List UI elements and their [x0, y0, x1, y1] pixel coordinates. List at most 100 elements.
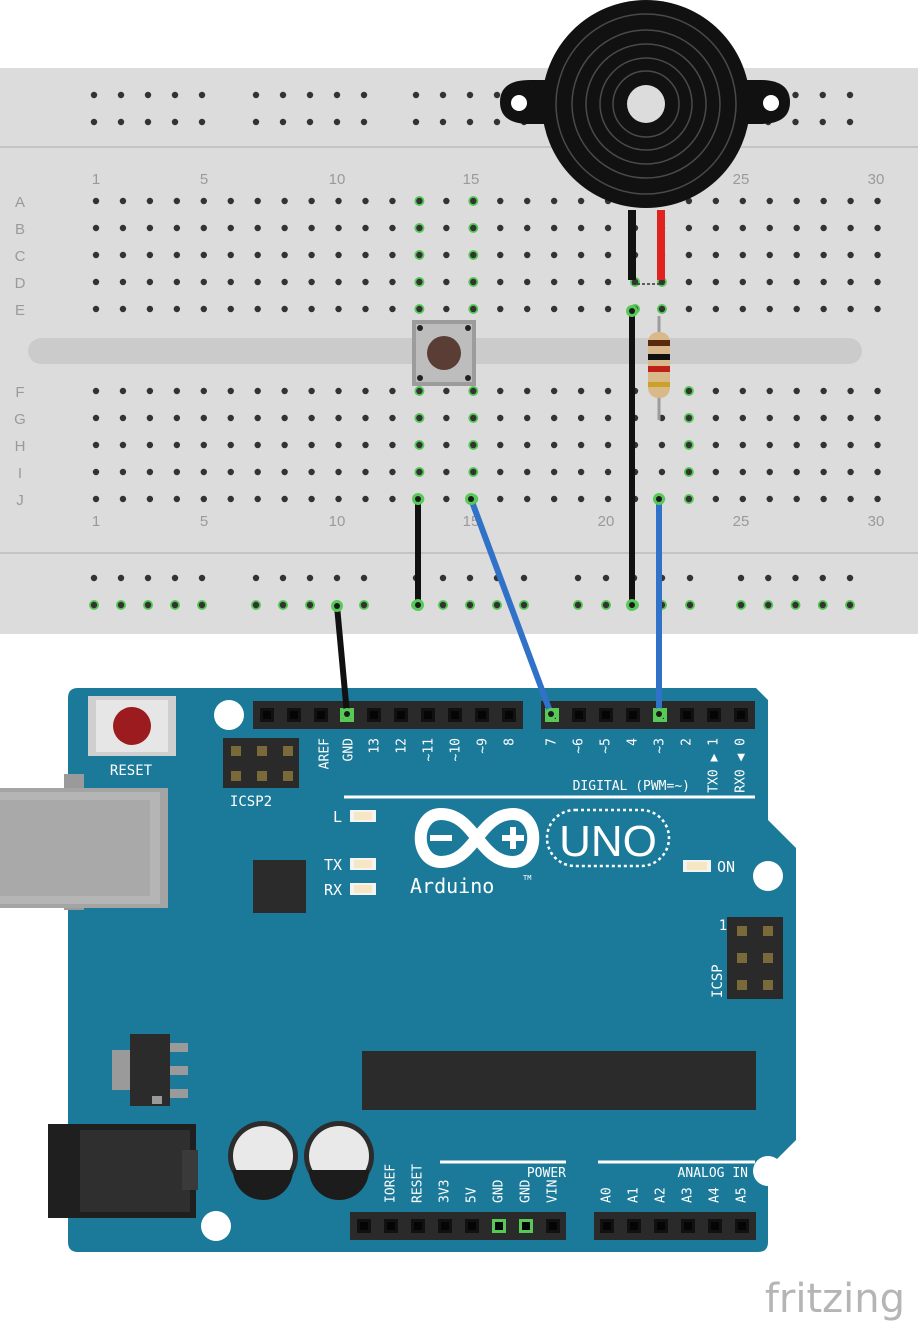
- breadboard-hole: [604, 495, 612, 503]
- pin-label-12: 12: [395, 738, 410, 754]
- wire-endpoint: [626, 305, 638, 317]
- breadboard-hole: [739, 251, 746, 259]
- pin-label-4: 4: [626, 738, 641, 746]
- breadboard-hole: [389, 251, 396, 259]
- breadboard-hole: [519, 600, 529, 610]
- breadboard-hole: [200, 495, 207, 503]
- arduino-uno-board: RESET ICSP2: [0, 688, 796, 1252]
- breadboard-hole: [468, 250, 479, 260]
- pin-label-rx: RX0 ◀ 0: [734, 738, 749, 793]
- pin-label-6: ~6: [572, 738, 587, 754]
- breadboard-hole: [439, 91, 447, 99]
- breadboard-hole: [792, 91, 799, 99]
- breadboard-hole: [524, 441, 531, 449]
- column-label-25-bottom: 25: [733, 513, 750, 530]
- breadboard-hole: [359, 600, 369, 610]
- column-label-1-bottom: 1: [92, 513, 100, 530]
- breadboard-hole: [847, 197, 854, 205]
- breadboard-hole: [254, 387, 261, 395]
- breadboard-hole: [550, 414, 558, 422]
- header-pin: [519, 1219, 533, 1233]
- breadboard-hole: [173, 414, 181, 422]
- breadboard-hole: [389, 387, 396, 395]
- icsp-pin: [763, 926, 773, 936]
- row-label-h: H: [15, 438, 26, 455]
- row-label-d: D: [15, 275, 26, 292]
- breadboard-hole: [92, 251, 100, 259]
- icsp2-label: ICSP2: [230, 794, 272, 810]
- header-pin: [367, 708, 381, 722]
- breadboard-hole: [281, 468, 288, 476]
- breadboard-hole: [389, 197, 396, 205]
- breadboard-hole: [333, 574, 341, 582]
- pin-label-8: 8: [503, 738, 518, 746]
- breadboard-hole: [173, 251, 181, 259]
- row-label-i: I: [18, 465, 22, 482]
- breadboard-hole: [200, 414, 207, 422]
- breadboard-hole: [874, 305, 881, 313]
- header-pin: [438, 1219, 452, 1233]
- breadboard-hole: [466, 118, 474, 126]
- breadboard-hole: [847, 251, 854, 259]
- breadboard-hole: [146, 441, 154, 449]
- column-label-1-top: 1: [92, 171, 100, 188]
- breadboard-hole: [198, 574, 206, 582]
- breadboard-hole: [254, 251, 261, 259]
- breadboard-hole: [820, 224, 827, 232]
- breadboard-hole: [712, 278, 720, 286]
- breadboard-hole: [173, 278, 181, 286]
- header-pin: [600, 1219, 614, 1233]
- pin-label-5: ~5: [599, 738, 614, 754]
- breadboard-hole: [443, 224, 450, 232]
- header-pin: [680, 708, 694, 722]
- breadboard-hole: [683, 467, 694, 477]
- reset-label: RESET: [110, 763, 153, 779]
- wire-button-pin7: [468, 496, 554, 717]
- breadboard-hole: [493, 91, 501, 99]
- breadboard-hole: [793, 441, 800, 449]
- analog-pin-labels: A0 A1 A2 A3 A4 A5: [600, 1187, 750, 1203]
- breadboard-hole: [335, 414, 342, 422]
- breadboard-hole: [227, 224, 234, 232]
- header-pin: [626, 708, 640, 722]
- pin-label-a1: A1: [627, 1187, 642, 1203]
- pin-label-gnd-1: GND: [492, 1179, 507, 1203]
- breadboard-hole: [766, 251, 773, 259]
- breadboard-hole: [819, 118, 826, 126]
- pin-label-vin: VIN: [546, 1180, 561, 1203]
- breadboard-hole: [252, 574, 260, 582]
- mounting-hole: [201, 1211, 231, 1241]
- breadboard-hole: [200, 305, 207, 313]
- breadboard-hole: [712, 387, 720, 395]
- breadboard-hole: [766, 495, 773, 503]
- breadboard-hole: [439, 118, 447, 126]
- breadboard-hole: [793, 495, 800, 503]
- breadboard-hole: [389, 414, 396, 422]
- breadboard-hole: [146, 468, 154, 476]
- breadboard-hole: [279, 574, 287, 582]
- reset-button[interactable]: [88, 696, 176, 756]
- icsp-label: ICSP: [710, 964, 726, 998]
- icsp-header: [727, 917, 783, 999]
- pin-label-10: ~10: [449, 738, 464, 761]
- breadboard-hole: [281, 387, 288, 395]
- breadboard-hole: [468, 467, 479, 477]
- breadboard-hole: [200, 251, 207, 259]
- breadboard-hole: [685, 600, 695, 610]
- breadboard-hole: [766, 468, 773, 476]
- push-button[interactable]: [412, 320, 476, 386]
- breadboard-hole: [817, 600, 828, 610]
- breadboard-hole: [497, 387, 504, 395]
- breadboard-hole: [252, 91, 260, 99]
- icsp2-pin: [231, 746, 241, 756]
- icsp2-pin: [257, 746, 267, 756]
- pin-label-ioref: IOREF: [384, 1164, 399, 1203]
- breadboard-labels: 1 5 10 15 20 25 30 1 5 10 15 20 25 30 A …: [14, 171, 884, 530]
- breadboard-hole: [335, 495, 342, 503]
- breadboard-hole: [577, 305, 585, 313]
- breadboard-hole: [874, 278, 881, 286]
- led-l: [350, 810, 376, 822]
- header-pin: [448, 708, 462, 722]
- breadboard-hole: [550, 197, 558, 205]
- breadboard-hole: [466, 574, 474, 582]
